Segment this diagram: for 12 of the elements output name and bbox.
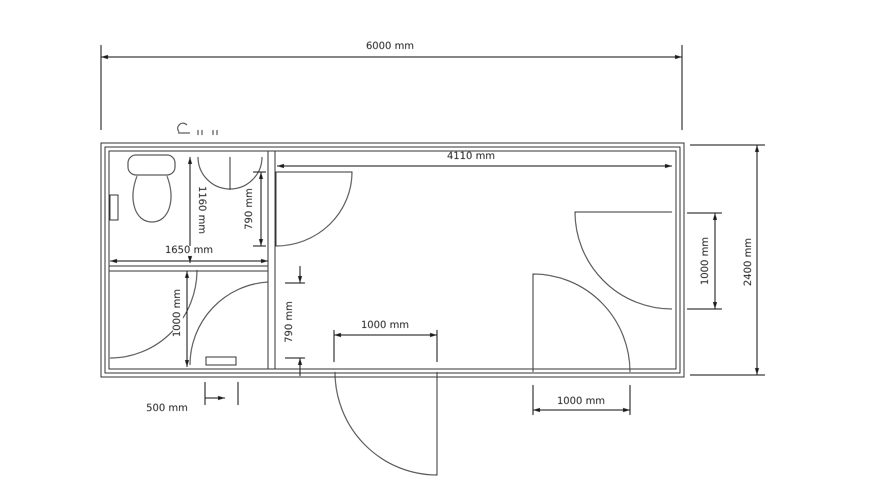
dimension-label: 1000 mm [173, 288, 183, 338]
dimension-label: 4110 mm [446, 152, 496, 162]
dimension-label: 1000 mm [360, 321, 410, 331]
dimension-label: 6000 mm [364, 42, 416, 52]
dimension-label: 1160 mm [196, 184, 206, 236]
dimension-label: 1000 mm [556, 397, 606, 407]
dimension-label: 1000 mm [701, 236, 711, 286]
dimension-label: 2400 mm [744, 236, 754, 288]
dimension-label: 790 mm [245, 187, 255, 231]
dimension-label: 1650 mm [164, 246, 214, 256]
dimension-label: 500 mm [145, 404, 189, 414]
dimension-label: 790 mm [285, 300, 295, 344]
